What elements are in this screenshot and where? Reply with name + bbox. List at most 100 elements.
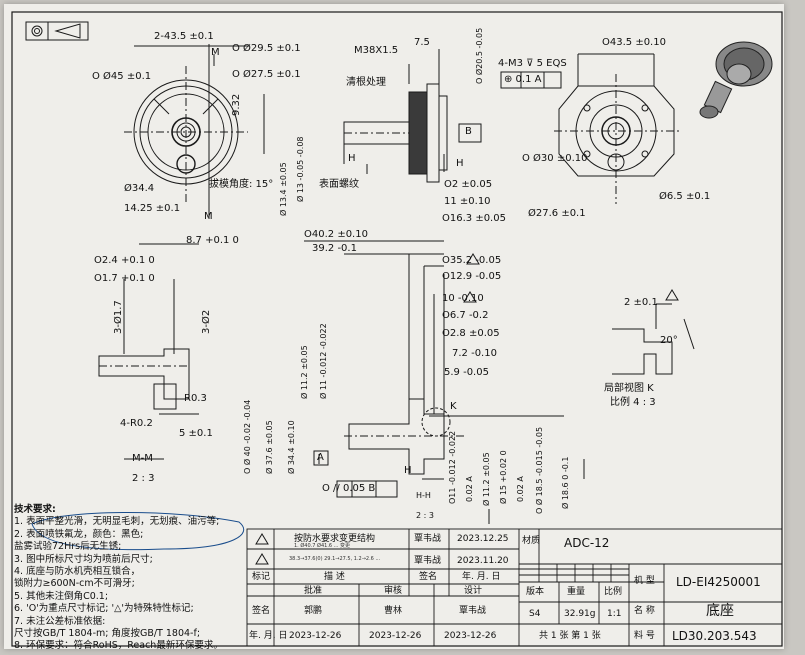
drawing-sheet: 2-43.5 ±0.1 M O Ø29.5 ±0.1 O Ø45 ±0.1 O … [4,4,784,651]
approve-name: 郭鹏 [304,606,323,616]
mark-label: 标记 [252,572,271,582]
dim-4-r0-2: 4-R0.2 [120,418,153,429]
section-label-hh: H-H [416,491,431,500]
approve-label: 批准 [304,586,323,596]
note-line: 尺寸按GB/T 1804-m; 角度按GB/T 1804-f; [14,628,201,640]
datum-b: B [465,126,472,137]
note-line: 4. 底座与防水机壳相互锁合， [14,566,141,578]
front-view [500,53,682,204]
dim-o1-7: O1.7 +0.1 0 [94,273,155,284]
dim-d13-4: Ø 13.4 ±0.05 [279,162,288,216]
dim-d18-6: Ø 18.6 0 -0.1 [561,456,570,509]
rev1-date: 2023.12.25 [457,534,509,544]
technical-requirements: 技术要求: 1. 表面平整光滑，无明显毛刺，无划痕、油污等; 2. 表面喷铁氟龙… [14,504,249,653]
note-line: 3. 图中所标尺寸均为喷前后尺寸; [14,553,153,565]
rev1-name: 覃韦战 [414,534,442,544]
dim-14-25: 14.25 ±0.1 [124,203,181,214]
note-line: 1. 表面平整光滑，无明显毛刺，无划痕、油污等; [14,516,220,528]
side-view [343,49,482,183]
dim-d27-5: O Ø27.5 ±0.1 [232,69,301,80]
dim-o16-3: O16.3 ±0.05 [442,213,506,224]
review-label: 审核 [384,586,403,596]
datum-a: A [317,452,324,463]
dim-3-d2: 3-Ø2 [201,309,212,334]
tol-0-02-a-1: 0.02 A [465,476,474,502]
name-label: 名 称 [634,606,655,616]
dim-o43-5: O43.5 ±0.10 [602,37,666,48]
dim-o12-9: O12.9 -0.05 [442,271,502,282]
dim-d20-5: O Ø20.5 -0.05 [475,27,484,84]
dim-9-32: 9.32 [231,93,242,116]
sign-label: 签名 [419,572,438,582]
rev2-detail: 38.3→37.6(0) 29.1→27.5, 1.2→2.6 ... [289,556,381,562]
root-clean-note: 清根处理 [346,77,386,88]
dim-m38-thread: M38X1.5 [354,45,399,56]
dim-2-detail: 2 ±0.1 [624,297,658,308]
draft-angle-note: 拔模角度: 15° [209,179,274,190]
note-line: 5. 其他未注倒角C0.1; [14,590,109,602]
note-line: 7. 未注公差标准依据: [14,615,106,627]
detail-k-view [612,303,695,375]
engineering-drawing [11,11,783,647]
detail-k-title: 局部视图 K [604,383,654,394]
dim-d15: Ø 15 +0.02 0 [499,450,508,504]
dim-d34-4-section: Ø 34.4 ±0.10 [287,420,296,474]
rev1-desc: 按防水要求变更结构 [294,534,376,544]
version-value: S4 [529,609,541,619]
model-label: 机 型 [634,576,655,586]
position-tolerance: ⊕ 0.1 A [504,74,542,85]
dim-2-43-5: 2-43.5 ±0.1 [154,31,214,42]
material-value: ADC-12 [564,536,610,550]
review-date: 2023-12-26 [369,631,422,641]
design-name: 覃韦战 [459,606,487,616]
detail-k-scale: 比例 4 : 3 [610,397,656,408]
part-value: LD30.203.543 [672,629,757,643]
section-label-mm: M-M [132,453,153,464]
date-label: 年. 月. 日 [462,572,501,582]
dim-d27-6: Ø27.6 ±0.1 [528,208,586,219]
section-scale-hh: 2 : 3 [416,511,434,520]
dim-d29-5: O Ø29.5 ±0.1 [232,43,301,54]
sign-row-label: 签名 [252,606,271,616]
notes-title: 技术要求: [14,504,56,515]
dim-10: 10 -0.10 [442,293,484,304]
dim-d13: Ø 13 -0.05 -0.08 [296,136,305,202]
note-line: 锁附力≥600N-cm不可滑牙; [14,578,135,590]
part-render [699,41,773,119]
angle-20: 20° [660,335,678,346]
dim-5-9: 5.9 -0.05 [444,367,489,378]
design-label: 设计 [464,586,483,596]
dim-d11-2-bottom: Ø 11.2 ±0.05 [482,452,491,506]
model-value: LD-EI4250001 [676,575,761,589]
dim-o11-bottom: O11 -0.012 -0.022 [448,430,457,504]
dim-11: 11 ±0.10 [444,196,491,207]
weight-value: 32.91g [564,609,596,619]
dim-3-d1-7: 3-Ø1.7 [113,300,124,334]
mm-section-view [98,243,199,460]
part-label: 料 号 [634,631,655,641]
section-mark-h-left: H [348,153,356,164]
dim-d34-4: Ø34.4 [124,183,155,194]
dim-d40: O Ø 40 -0.02 -0.04 [243,399,252,474]
dim-r0-3: R0.3 [184,393,207,404]
weight-label: 重量 [567,587,586,597]
page-count: 共 1 张 第 1 张 [539,631,601,641]
material-label: 材质 [522,536,541,546]
dim-o35-2: O35.2 -0.05 [442,255,502,266]
hole-callout: 4-M3 ⊽ 5 EQS [498,58,567,69]
ratio-label: 比例 [604,587,623,597]
design-date: 2023-12-26 [444,631,497,641]
detail-mark-k: K [450,401,457,412]
hh-section-view [304,240,585,524]
section-mark-h-right: H [456,158,464,169]
dim-o2-4: O2.4 +0.1 0 [94,255,155,266]
desc-label: 描 述 [324,572,345,582]
dim-o30: O Ø30 ±0.10 [522,153,588,164]
dim-o2-8: O2.8 ±0.05 [442,328,500,339]
section-scale-mm: 2 : 3 [132,473,155,484]
note-line: 盐雾试验72Hrs后无生锈; [14,541,122,553]
note-line: 6. 'O'为重点尺寸标记; '△'为特殊特性标记; [14,603,194,615]
top-view [124,44,265,219]
dim-d6-5: Ø6.5 ±0.1 [659,191,711,202]
dim-7-5: 7.5 [414,37,430,48]
